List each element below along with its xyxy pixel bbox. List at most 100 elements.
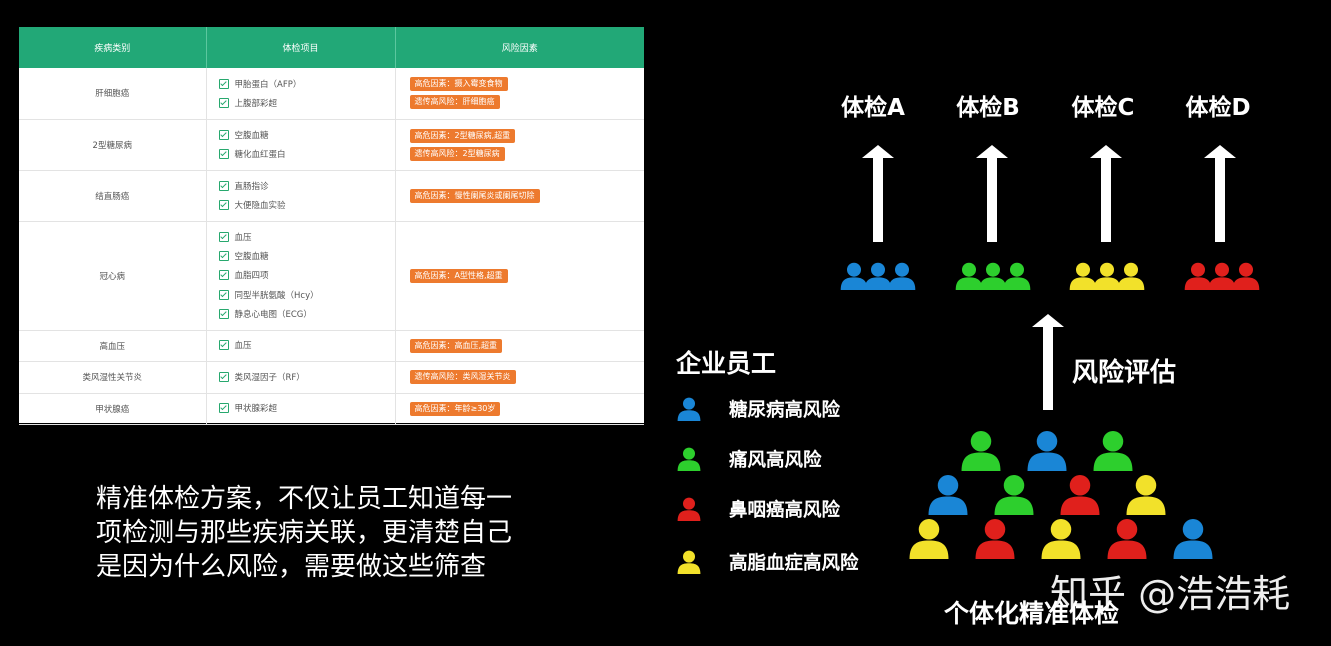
exam-item: 糖化血红蛋白 — [218, 145, 395, 164]
legend-item: 鼻咽癌高风险 — [677, 496, 840, 522]
checkbox-checked-icon — [218, 231, 229, 242]
risk-factors-cell: 高危因素：A型性格,超重 — [395, 221, 644, 331]
legend-item: 高脂血症高风险 — [677, 549, 859, 575]
person-icon — [677, 497, 715, 521]
risk-tag: 高危因素：A型性格,超重 — [409, 268, 508, 283]
person-icon — [993, 474, 1035, 519]
employee-group — [840, 262, 916, 294]
table-row: 类风湿性关节炎类风湿因子（RF）遗传高风险：类风湿关节炎 — [19, 361, 644, 394]
checkbox-checked-icon — [218, 340, 229, 351]
person-icon — [927, 474, 969, 519]
checkbox-checked-icon — [218, 78, 229, 89]
exam-item-label: 甲状腺彩超 — [234, 404, 278, 415]
checkbox-checked-icon — [218, 200, 229, 211]
risk-tag: 高危因素：年龄≥30岁 — [409, 401, 501, 416]
risk-factors-cell: 高危因素：高血压,超重 — [395, 330, 644, 362]
checkbox-checked-icon — [218, 97, 229, 108]
disease-cell: 结直肠癌 — [19, 170, 207, 222]
exam-item-label: 血压 — [234, 232, 252, 243]
person-icon — [1232, 262, 1260, 294]
disease-exam-table: 疾病类别 体检项目 风险因素 肝细胞癌甲胎蛋白（AFP）上腹部彩超高危因素：摄入… — [19, 27, 644, 425]
employee-group — [1069, 262, 1145, 294]
caption-line: 是因为什么风险，需要做这些筛查 — [96, 552, 487, 582]
checkbox-checked-icon — [218, 129, 229, 140]
exam-item: 甲胎蛋白（AFP） — [218, 74, 395, 93]
risk-factors-cell: 高危因素：年龄≥30岁 — [395, 393, 644, 425]
risk-tag: 遗传高风险：2型糖尿病 — [409, 146, 505, 161]
table-row: 结直肠癌直肠指诊大便隐血实验高危因素：慢性阑尾炎或阑尾切除 — [19, 170, 644, 222]
person-icon — [677, 550, 715, 574]
person-icon — [864, 262, 892, 294]
exam-item: 大便隐血实验 — [218, 196, 395, 215]
person-icon — [1093, 262, 1121, 294]
arrow-up-icon — [1090, 145, 1122, 242]
risk-factors-cell: 高危因素：2型糖尿病,超重遗传高风险：2型糖尿病 — [395, 119, 644, 171]
exam-items-cell: 血压 — [206, 330, 396, 362]
exam-item-label: 糖化血红蛋白 — [234, 150, 286, 161]
caption-line: 项检测与那些疾病关联，更清楚自己 — [96, 518, 513, 548]
person-icon — [1208, 262, 1236, 294]
exam-item-label: 甲胎蛋白（AFP） — [234, 79, 302, 90]
watermark: 知乎 @浩浩耗 — [1050, 572, 1291, 616]
person-icon — [1040, 518, 1082, 563]
arrow-up-icon — [1204, 145, 1236, 242]
exam-item: 血压 — [218, 336, 395, 355]
risk-tag: 高危因素：摄入霉变食物 — [409, 77, 508, 92]
risk-factors-cell: 高危因素：摄入霉变食物遗传高风险：肝细胞癌 — [395, 68, 644, 120]
exam-item: 静息心电图（ECG） — [218, 305, 395, 324]
risk-assessment-arrow-icon — [1032, 314, 1064, 410]
person-icon — [979, 262, 1007, 294]
person-icon — [888, 262, 916, 294]
table-row: 甲状腺癌 甲状腺彩超 高危因素：年龄≥30岁 — [19, 393, 644, 425]
table-row: 高血压血压高危因素：高血压,超重 — [19, 330, 644, 362]
exam-item-label: 空腹血糖 — [234, 130, 269, 141]
exam-items-cell: 甲胎蛋白（AFP） 上腹部彩超 — [206, 68, 396, 120]
checkbox-checked-icon — [218, 309, 229, 320]
exam-item: 直肠指诊 — [218, 176, 395, 195]
person-icon — [1069, 262, 1097, 294]
exam-item-label: 同型半胱氨酸（Hcy） — [234, 290, 319, 301]
checkbox-checked-icon — [218, 251, 229, 262]
disease-cell: 甲状腺癌 — [19, 393, 207, 425]
exam-item-label: 上腹部彩超 — [234, 98, 278, 109]
risk-tag: 高危因素：高血压,超重 — [409, 338, 503, 353]
person-icon — [955, 262, 983, 294]
exam-item: 上腹部彩超 — [218, 93, 395, 112]
checkbox-checked-icon — [218, 270, 229, 281]
exam-items-cell: 空腹血糖糖化血红蛋白 — [206, 119, 396, 171]
employee-group — [1184, 262, 1260, 294]
person-icon — [840, 262, 868, 294]
arrow-up-icon — [862, 145, 894, 242]
risk-assessment-label: 风险评估 — [1072, 358, 1177, 388]
risk-tag: 遗传高风险：肝细胞癌 — [409, 95, 500, 110]
checkbox-checked-icon — [218, 149, 229, 160]
exam-items-cell: 类风湿因子（RF） — [206, 361, 396, 394]
employee-group — [955, 262, 1031, 294]
person-icon — [908, 518, 950, 563]
person-icon — [677, 397, 715, 421]
person-icon — [1125, 474, 1167, 519]
risk-tag: 高危因素：2型糖尿病,超重 — [409, 128, 516, 143]
person-icon — [1106, 518, 1148, 563]
person-icon — [1172, 518, 1214, 563]
checkbox-checked-icon — [218, 403, 229, 414]
exam-item: 甲状腺彩超 — [218, 399, 395, 418]
exam-item: 空腹血糖 — [218, 246, 395, 265]
caption-line: 精准体检方案，不仅让员工知道每一 — [96, 484, 513, 514]
exam-items-cell: 直肠指诊大便隐血实验 — [206, 170, 396, 222]
col-header-exam-items: 体检项目 — [206, 27, 396, 68]
exam-a-label: 体检A — [841, 95, 905, 121]
legend-label: 高脂血症高风险 — [729, 553, 859, 574]
exam-item-label: 空腹血糖 — [234, 252, 269, 263]
exam-item-label: 类风湿因子（RF） — [234, 372, 305, 383]
arrow-up-icon — [976, 145, 1008, 242]
person-icon — [1059, 474, 1101, 519]
exam-b-label: 体检B — [956, 95, 1020, 121]
legend-label: 鼻咽癌高风险 — [729, 500, 841, 521]
risk-factors-cell: 遗传高风险：类风湿关节炎 — [395, 361, 644, 394]
disease-cell: 高血压 — [19, 330, 207, 362]
exam-item: 血脂四项 — [218, 266, 395, 285]
exam-item: 空腹血糖 — [218, 125, 395, 144]
disease-cell: 2型糖尿病 — [19, 119, 207, 171]
legend-title: 企业员工 — [676, 349, 777, 378]
